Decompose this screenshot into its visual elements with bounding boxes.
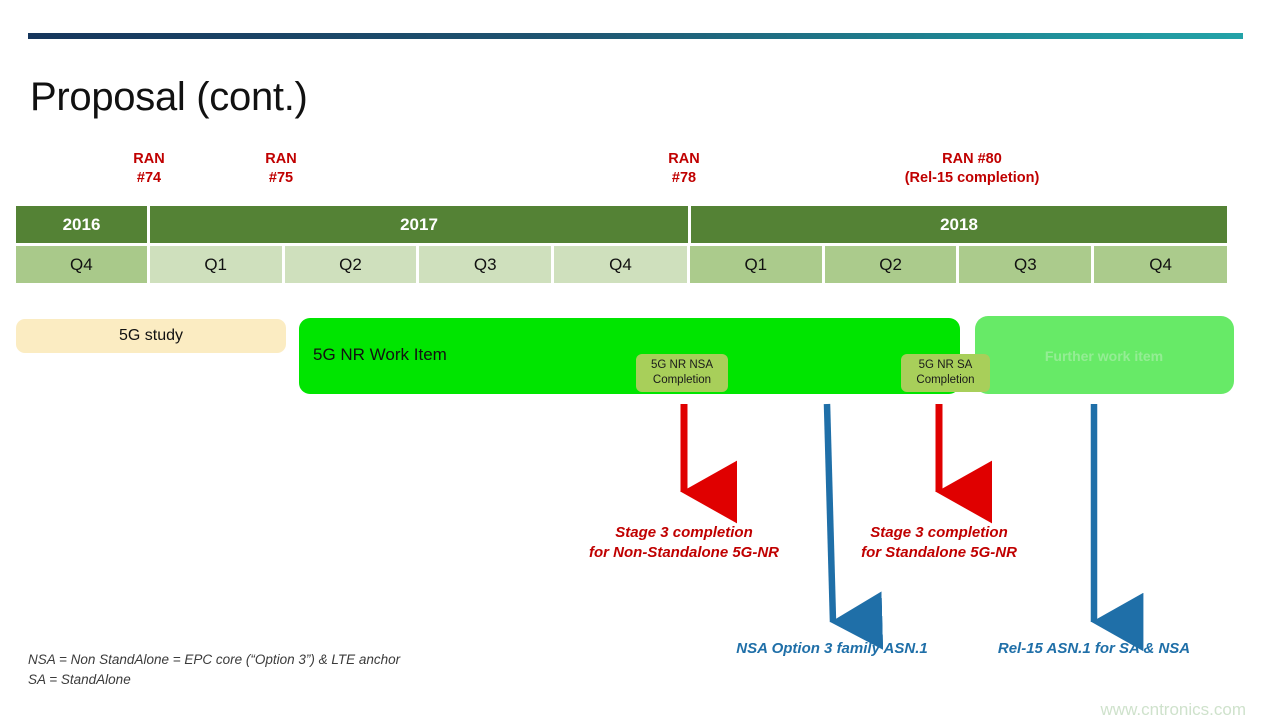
chip-nsa-line1: 5G NR NSA (651, 359, 713, 372)
year-cell-2017: 2017 (150, 206, 688, 243)
chip-sa-line2: Completion (916, 374, 975, 386)
footnote-legend: NSA = Non StandAlone = EPC core (“Option… (28, 652, 401, 688)
chip-5g-nr-sa-completion: 5G NR SA Completion (901, 354, 990, 392)
blue-arrow-nsa-option3 (823, 403, 884, 650)
bar-5g-study: 5G study (16, 319, 286, 353)
quarter-cell-2017-q4: Q4 (554, 246, 687, 283)
quarter-cell-2016-q4: Q4 (16, 246, 147, 283)
timeline-year-row: 2016 2017 2018 (16, 206, 1227, 243)
timeline-table: 2016 2017 2018 Q4 Q1 Q2 Q3 Q4 Q1 Q2 Q3 Q… (16, 206, 1228, 283)
chip-sa-line1: 5G NR SA (918, 359, 973, 372)
quarter-cell-2017-q1: Q1 (149, 246, 282, 283)
bar-further-work-item (975, 316, 1234, 394)
annotation-stage3-nsa: Stage 3 completion for Non-Standalone 5G… (589, 524, 779, 561)
year-cell-2018: 2018 (691, 206, 1227, 243)
quarter-cell-2017-q3: Q3 (419, 246, 552, 283)
quarter-cell-2018-q4: Q4 (1094, 246, 1228, 283)
watermark: www.cntronics.com (1100, 700, 1246, 719)
ran-label-80: RAN #80 (Rel-15 completion) (904, 151, 1040, 186)
bar-further-work-item-label: Further work item (1044, 348, 1164, 364)
bar-5g-nr-work-item-label: 5G NR Work Item (313, 345, 447, 364)
annotation-stage3-sa: Stage 3 completion for Standalone 5G-NR (861, 524, 1017, 561)
ran-label-75: RAN #75 (265, 151, 297, 186)
ran-label-78: RAN #78 (668, 151, 700, 186)
bar-5g-nr-work-item (299, 318, 960, 394)
year-cell-2016: 2016 (16, 206, 147, 243)
chip-5g-nr-nsa-completion: 5G NR NSA Completion (636, 354, 728, 392)
ran-label-74: RAN #74 (133, 151, 165, 186)
timeline-quarter-row: Q4 Q1 Q2 Q3 Q4 Q1 Q2 Q3 Q4 (16, 246, 1228, 283)
top-accent-rule (28, 33, 1243, 39)
quarter-cell-2018-q3: Q3 (959, 246, 1092, 283)
quarter-cell-2017-q2: Q2 (284, 246, 417, 283)
page-title: Proposal (cont.) (30, 75, 308, 119)
quarter-cell-2018-q2: Q2 (824, 246, 957, 283)
annotation-nsa-option3-asn1: NSA Option 3 family ASN.1 (736, 640, 928, 657)
chip-nsa-line2: Completion (652, 374, 712, 386)
annotation-rel15-asn1: Rel-15 ASN.1 for SA & NSA (997, 640, 1191, 657)
quarter-cell-2018-q1: Q1 (689, 246, 822, 283)
